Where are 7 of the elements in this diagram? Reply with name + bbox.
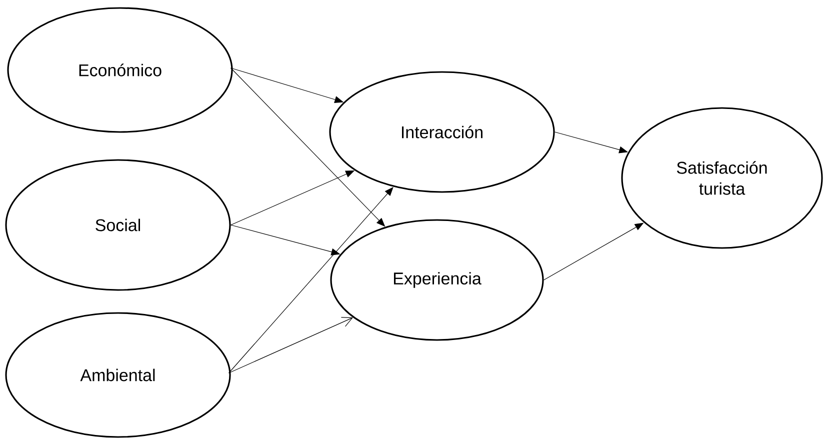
ellipse-node: Interacción [329,71,555,193]
ellipse-node: Experiencia [330,219,544,341]
ellipse-node: Económico [7,7,233,133]
arrow [228,317,353,374]
ellipse-node: Satisfacción turista [621,107,823,249]
ellipse-node: Social [5,159,231,291]
ellipse-node: Ambiental [5,312,231,438]
